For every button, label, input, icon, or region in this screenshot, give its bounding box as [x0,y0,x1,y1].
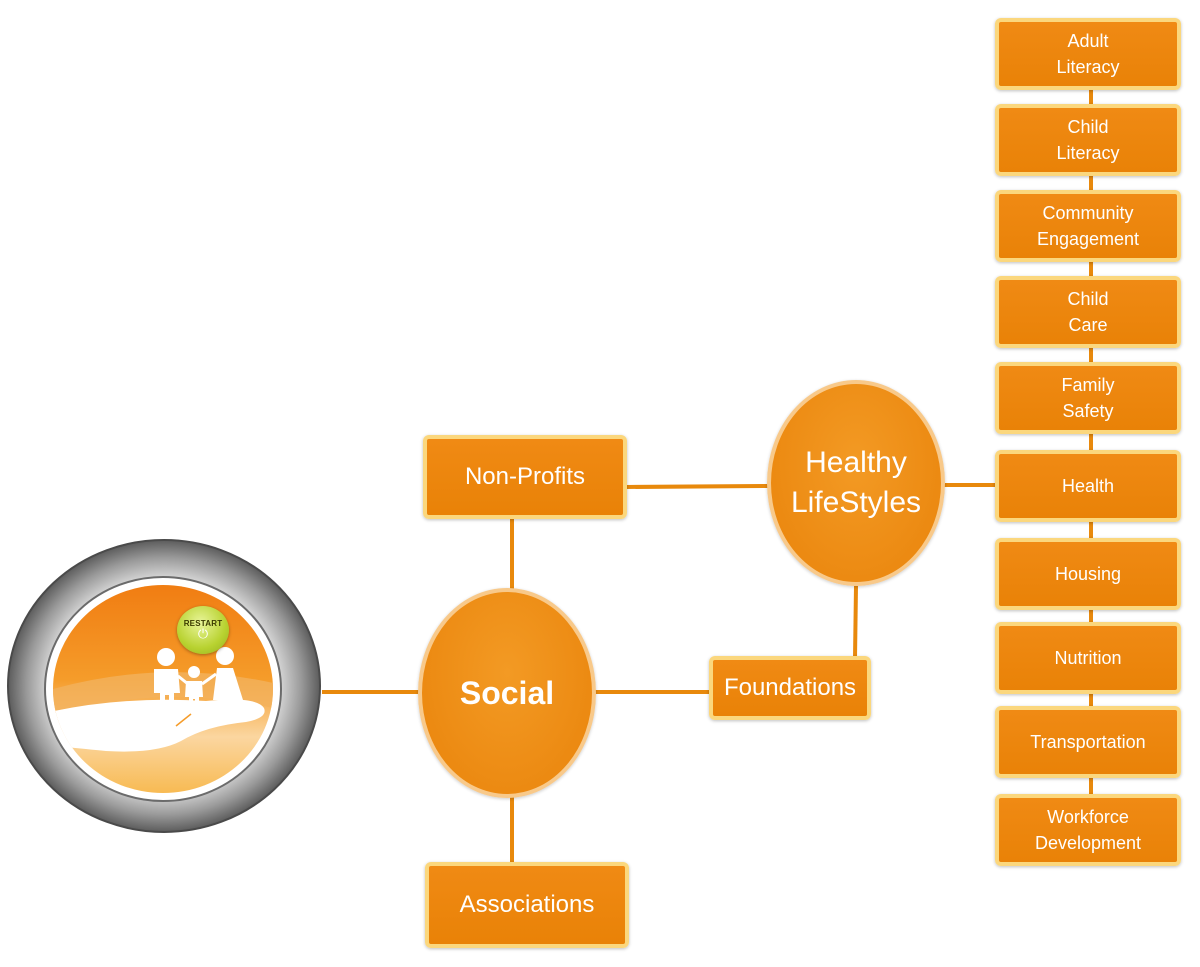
topic-label: Community Engagement [1036,203,1140,249]
node-healthy-lifestyles[interactable]: Healthy LifeStyles [767,380,945,586]
hub-logo [6,536,324,834]
topic-child-care[interactable]: Child Care [995,276,1181,348]
topic-family-safety[interactable]: Family Safety [995,362,1181,434]
restart-button[interactable]: RESTART ⏻ [177,606,229,654]
node-associations-label: Associations [459,891,595,918]
node-social-label: Social [459,674,555,711]
topic-workforce-development[interactable]: Workforce Development [995,794,1181,866]
topic-label: Family Safety [1061,375,1115,421]
topic-label: Nutrition [1054,648,1122,668]
connector-nonprofits-healthy [625,484,771,489]
topic-label: Adult Literacy [1056,31,1120,77]
node-healthy-lifestyles-label: Healthy LifeStyles [790,446,922,519]
node-foundations-label: Foundations [723,674,857,701]
topic-housing[interactable]: Housing [995,538,1181,610]
topic-label: Housing [1054,564,1122,584]
topic-adult-literacy[interactable]: Adult Literacy [995,18,1181,90]
node-foundations[interactable]: Foundations [709,656,871,720]
node-non-profits-label: Non-Profits [464,463,586,490]
topic-label: Child Care [1067,289,1109,335]
power-icon: ⏻ [197,625,209,641]
topic-label: Child Literacy [1056,117,1120,163]
node-social[interactable]: Social [418,588,596,798]
connector-healthy-foundations [853,585,858,659]
node-non-profits[interactable]: Non-Profits [423,435,627,519]
topic-community-engagement[interactable]: Community Engagement [995,190,1181,262]
topic-health[interactable]: Health [995,450,1181,522]
topic-nutrition[interactable]: Nutrition [995,622,1181,694]
topic-label: Health [1061,476,1115,496]
topic-transportation[interactable]: Transportation [995,706,1181,778]
topic-label: Workforce Development [1034,807,1142,853]
topic-label: Transportation [1030,732,1146,752]
family-in-hand-icon [7,539,321,833]
node-associations[interactable]: Associations [425,862,629,948]
restart-label: RESTART [183,618,223,628]
topic-child-literacy[interactable]: Child Literacy [995,104,1181,176]
